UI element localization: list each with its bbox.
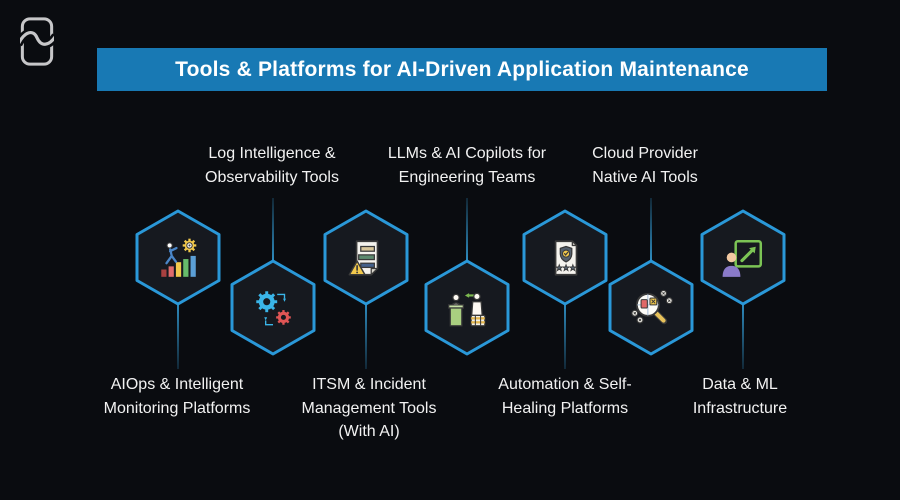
- hexagon-self-healing: [522, 209, 608, 306]
- label-llm-copilots: LLMs & AI Copilots for Engineering Teams: [352, 142, 582, 189]
- label-line: Engineering Teams: [398, 168, 536, 186]
- connector-aiops: [177, 303, 179, 369]
- label-line: Log Intelligence &: [208, 145, 336, 162]
- team-handoff-icon: [448, 292, 486, 326]
- hexagon-aiops: [135, 209, 221, 306]
- hexagon-shape: [135, 209, 221, 306]
- label-itsm: ITSM & Incident Management Tools (With A…: [254, 373, 484, 444]
- label-log-intelligence: Log Intelligence & Observability Tools: [157, 142, 387, 189]
- label-line: Observability Tools: [205, 168, 339, 186]
- label-line: Healing Platforms: [501, 399, 629, 417]
- connector-cloud: [650, 198, 652, 261]
- label-aiops: AIOps & Intelligent Monitoring Platforms: [62, 373, 292, 420]
- label-self-healing: Automation & Self- Healing Platforms: [450, 373, 680, 420]
- hexagon-itsm: [323, 209, 409, 306]
- log-report-warning-icon: [348, 239, 379, 276]
- hexagon-data-ml: [700, 209, 786, 306]
- gears-sync-icon: [256, 290, 291, 325]
- label-line: (With AI): [338, 423, 400, 440]
- label-line: Infrastructure: [692, 399, 788, 417]
- growth-analytics-climb-icon: [161, 238, 197, 277]
- label-line: LLMs & AI Copilots for: [387, 145, 547, 162]
- hexagon-llm-copilots: [424, 259, 510, 356]
- page-title: Tools & Platforms for AI-Driven Applicat…: [175, 57, 749, 81]
- diagnostics-magnifier-icon: [631, 289, 673, 324]
- label-line: Management Tools: [301, 399, 437, 417]
- label-line: Automation & Self-: [498, 376, 632, 393]
- bracket-n-swoosh-logo-icon: [20, 17, 54, 66]
- connector-data: [742, 303, 744, 369]
- person-growth-board-icon: [722, 239, 763, 277]
- hexagon-log-intelligence: [230, 259, 316, 356]
- connector-log: [272, 198, 274, 261]
- label-data-ml: Data & ML Infrastructure: [625, 373, 855, 420]
- label-line: Data & ML: [702, 376, 778, 393]
- label-line: Cloud Provider: [592, 145, 698, 162]
- label-line: Native AI Tools: [592, 168, 698, 186]
- hexagon-cloud-ai: [608, 259, 694, 356]
- connector-automation: [564, 303, 566, 369]
- hexagon-shape: [424, 259, 510, 356]
- label-line: ITSM & Incident: [312, 376, 426, 393]
- title-banner: Tools & Platforms for AI-Driven Applicat…: [97, 48, 827, 91]
- connector-itsm: [365, 303, 367, 369]
- label-cloud-ai: Cloud Provider Native AI Tools: [530, 142, 760, 189]
- certified-document-icon: [554, 239, 578, 276]
- label-line: AIOps & Intelligent: [110, 376, 244, 393]
- connector-llm: [466, 198, 468, 261]
- label-line: Monitoring Platforms: [103, 399, 251, 417]
